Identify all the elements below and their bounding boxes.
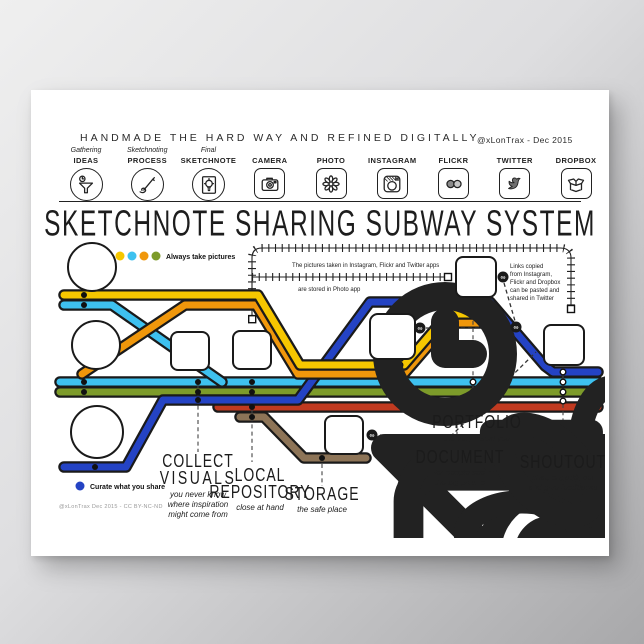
process-step-label: INSTAGRAM — [368, 156, 417, 165]
process-step-flickr: FLICKR — [425, 147, 483, 201]
camera-icon — [254, 168, 286, 199]
legend-dot-green — [151, 251, 161, 261]
process-step-label: PROCESS — [127, 156, 167, 165]
link-badge-glyph: ∞ — [370, 433, 375, 440]
map-stations — [67, 242, 605, 538]
stop-document-title: DOCUMENT — [416, 447, 505, 467]
process-step-label: SKETCHNOTE — [180, 156, 237, 165]
poster-header-line: HANDMADE THE HARD WAY AND REFINED DIGITA… — [80, 132, 480, 144]
link-badges: ∞ ∞ ∞ ∞ — [366, 271, 522, 441]
map-notes: The pictures taken in Instagram, Flickr … — [292, 263, 560, 302]
process-step-label: CAMERA — [252, 156, 288, 165]
process-step-sublabel: Sketchnoting — [127, 147, 168, 154]
map-station-flickr — [455, 256, 497, 298]
lightbulb-frame-icon — [192, 168, 225, 201]
process-step-camera: CAMERA — [241, 147, 299, 201]
legend-text: Always take pictures — [166, 254, 235, 261]
process-step-sublabel: Gathering — [70, 147, 102, 154]
process-step-photo: PHOTO — [302, 147, 360, 201]
link-badge-glyph: ∞ — [418, 326, 423, 333]
legend-always-take-pictures: Always take pictures — [115, 251, 235, 261]
stop-local-title2: REPOSITORY — [209, 482, 310, 502]
process-icon-row: Gathering IDEAS Sketchnoting PROCESS Fin… — [57, 147, 605, 201]
process-step-label: DROPBOX — [555, 156, 597, 165]
stop-document-sub: let people see — [435, 468, 485, 477]
stop-collect-title2: VISUALS — [160, 468, 237, 488]
note-links-copied: Links copied from Instagram, Flickr and … — [510, 264, 560, 302]
stop-collect-sub: you never know — [169, 490, 227, 499]
map-station-sketchnoting — [71, 320, 605, 538]
process-step-dropbox: DROPBOX — [547, 147, 605, 201]
process-step-label: IDEAS — [73, 156, 99, 165]
stop-collect-sub: where inspiration — [168, 500, 229, 509]
stop-portfolio-title: PORTFOLIO — [432, 412, 522, 432]
process-step-sublabel: Final — [200, 147, 217, 154]
dropbox-box-icon — [560, 168, 592, 199]
legend-text: Curate what you share — [90, 484, 165, 491]
process-step-label: TWITTER — [496, 156, 533, 165]
map-station-twitter — [543, 324, 585, 366]
instagram-icon — [376, 168, 408, 199]
map-station-dropbox — [324, 415, 605, 538]
svg-text:can be pasted and: can be pasted and — [510, 288, 559, 294]
stop-local-title: LOCAL — [235, 465, 286, 485]
stop-shoutout-sub: chat, engage, get — [532, 473, 595, 482]
subway-map: ∞ ∞ ∞ ∞ Always take pictures Curate what… — [54, 242, 605, 538]
stop-collect-title: COLLECT — [162, 451, 234, 471]
stop-portfolio-sub: the very visual you — [444, 434, 511, 443]
legend-curate-what-you-share: Curate what you share — [75, 481, 165, 491]
svg-text:from Instagram,: from Instagram, — [510, 272, 552, 278]
note-photo-app-line1: The pictures taken in Instagram, Flickr … — [292, 263, 439, 269]
legend-dot-yellow — [115, 251, 125, 261]
map-station-final-sketchnote — [70, 405, 605, 538]
map-station-gathering-ideas — [67, 242, 605, 538]
svg-text:Links copied: Links copied — [510, 264, 543, 270]
blue-line — [60, 298, 602, 471]
stop-shoutout-sub: and give feedbacks — [529, 483, 598, 492]
svg-text:Flickr and Dropbox: Flickr and Dropbox — [510, 280, 560, 286]
map-station-photo — [232, 330, 605, 538]
stop-storage-title: STORAGE — [284, 484, 359, 504]
railroad-track — [247, 244, 576, 324]
process-step-label: FLICKR — [438, 156, 469, 165]
stop-collect-sub: might come from — [168, 510, 228, 519]
note-photo-app-line2: are stored in Photo app — [298, 287, 361, 293]
link-badge-glyph: ∞ — [514, 325, 519, 332]
process-step-label: PHOTO — [316, 156, 346, 165]
svg-text:shared in Twitter: shared in Twitter — [510, 296, 554, 302]
pen-icon — [130, 168, 164, 201]
link-badge-glyph: ∞ — [501, 275, 506, 282]
flickr-icon — [438, 168, 469, 199]
poster-title: SKETCHNOTE SHARING SUBWAY SYSTEM — [44, 204, 596, 245]
funnel-icon — [69, 168, 103, 201]
copyright-small-print: @xLonTrax Dec 2015 - CC BY-NC-ND — [59, 504, 163, 510]
stop-storage-sub: the safe place — [297, 505, 347, 514]
stop-document-sub: the big picture — [435, 478, 486, 487]
author-credit: @xLonTrax - Dec 2015 — [477, 135, 573, 145]
legend-dot-blue — [75, 481, 85, 491]
stop-shoutout-title: SHOUTOUT — [520, 452, 605, 472]
process-step-sketchnoting: Sketchnoting PROCESS — [118, 147, 176, 201]
legend-dot-cyan — [127, 251, 137, 261]
stop-local-sub: close at hand — [236, 503, 284, 512]
map-station-instagram — [369, 313, 416, 360]
legend-dot-orange — [139, 251, 149, 261]
stop-labels: COLLECT VISUALS you never know where ins… — [160, 412, 605, 519]
process-step-instagram: INSTAGRAM — [363, 147, 421, 201]
divider-line — [59, 201, 581, 202]
process-step-twitter: TWITTER — [486, 147, 544, 201]
process-step-gathering-ideas: Gathering IDEAS — [57, 147, 115, 201]
twitter-bird-icon — [499, 168, 531, 199]
photo-flower-icon — [315, 168, 347, 199]
poster: HANDMADE THE HARD WAY AND REFINED DIGITA… — [31, 90, 609, 556]
process-step-final-sketchnote: Final SKETCHNOTE — [180, 147, 238, 201]
map-station-camera — [170, 331, 605, 538]
